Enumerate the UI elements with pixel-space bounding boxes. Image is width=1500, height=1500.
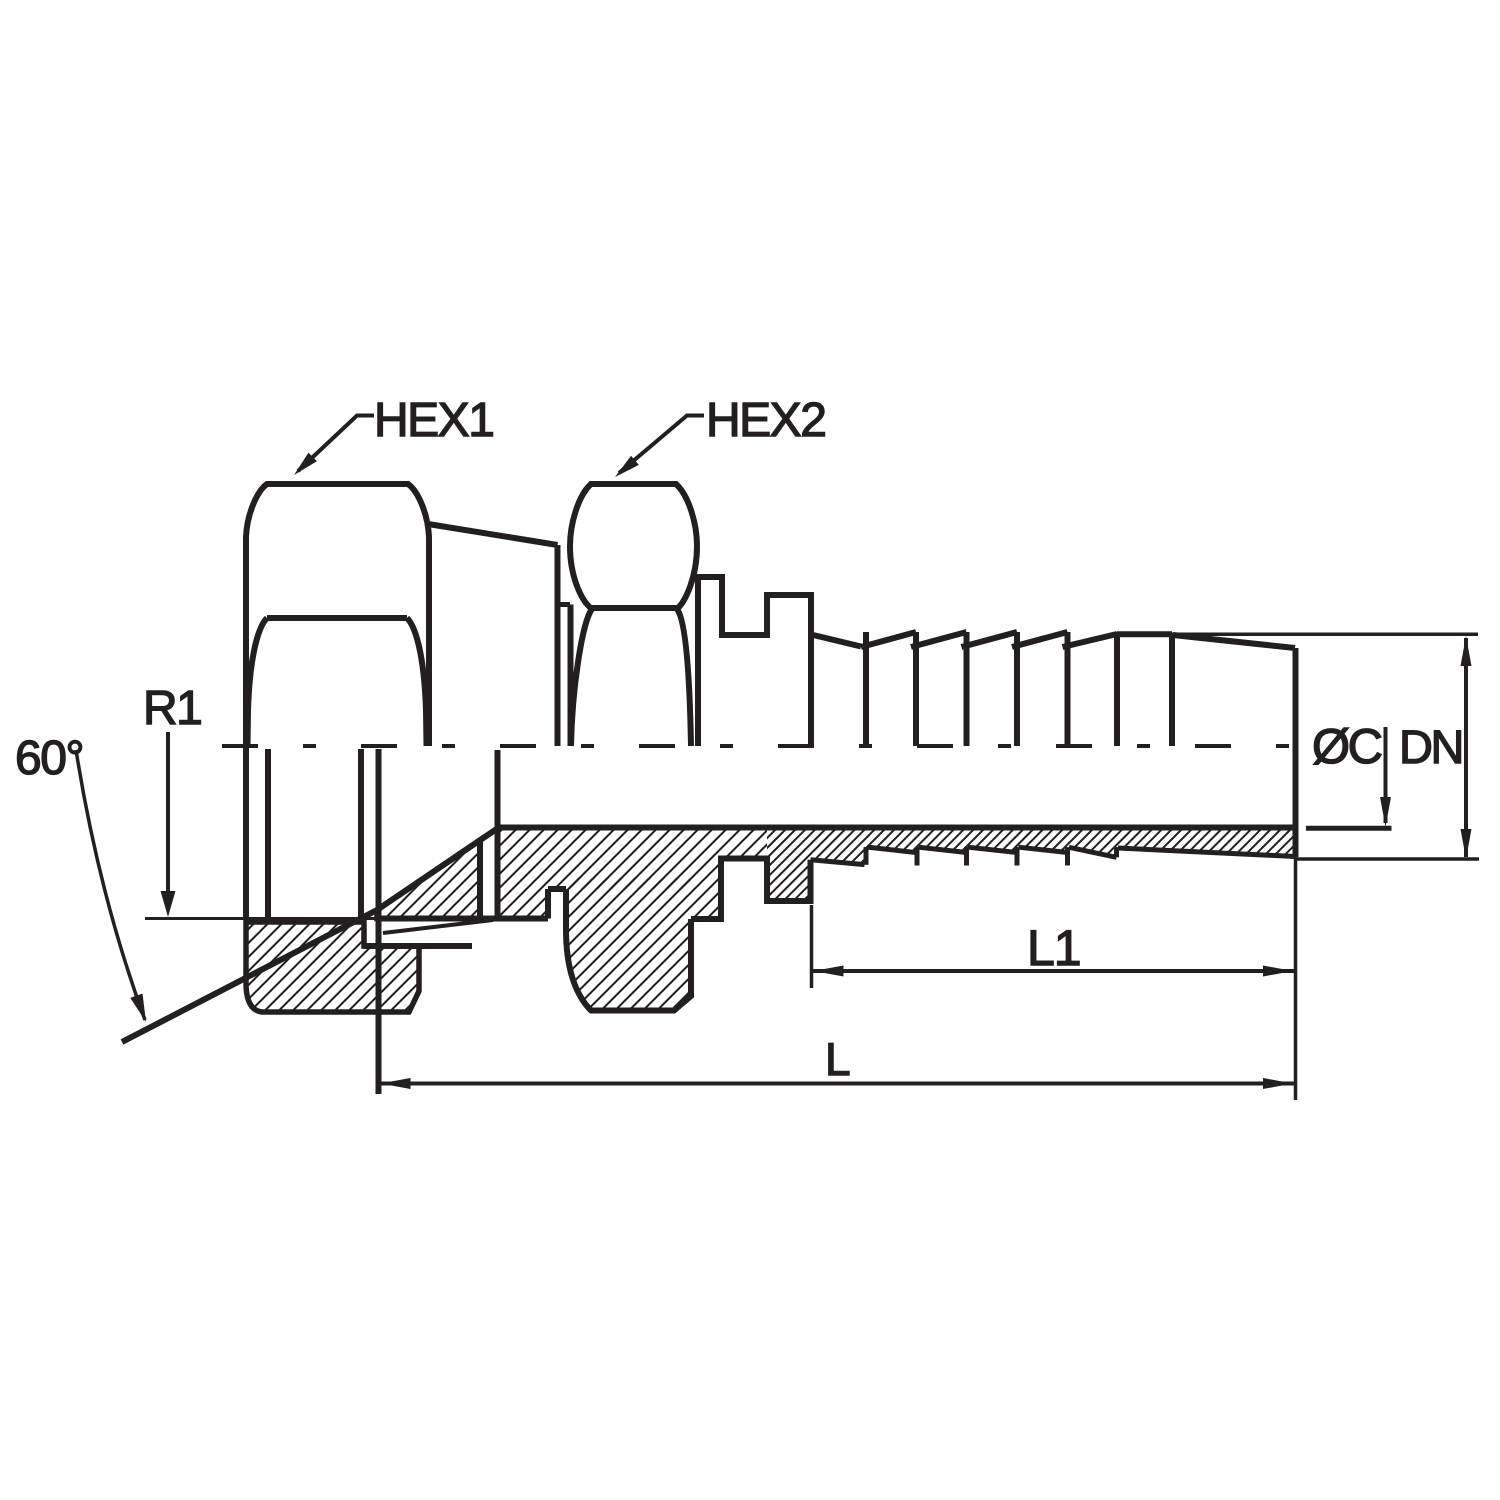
- svg-text:DN: DN: [1399, 720, 1462, 773]
- svg-text:ØC: ØC: [1312, 720, 1382, 774]
- svg-text:60°: 60°: [15, 732, 83, 785]
- svg-text:HEX2: HEX2: [706, 394, 825, 447]
- svg-text:R1: R1: [143, 682, 201, 735]
- svg-text:L1: L1: [1027, 920, 1081, 976]
- svg-text:HEX1: HEX1: [374, 394, 493, 447]
- svg-text:L: L: [825, 1033, 851, 1085]
